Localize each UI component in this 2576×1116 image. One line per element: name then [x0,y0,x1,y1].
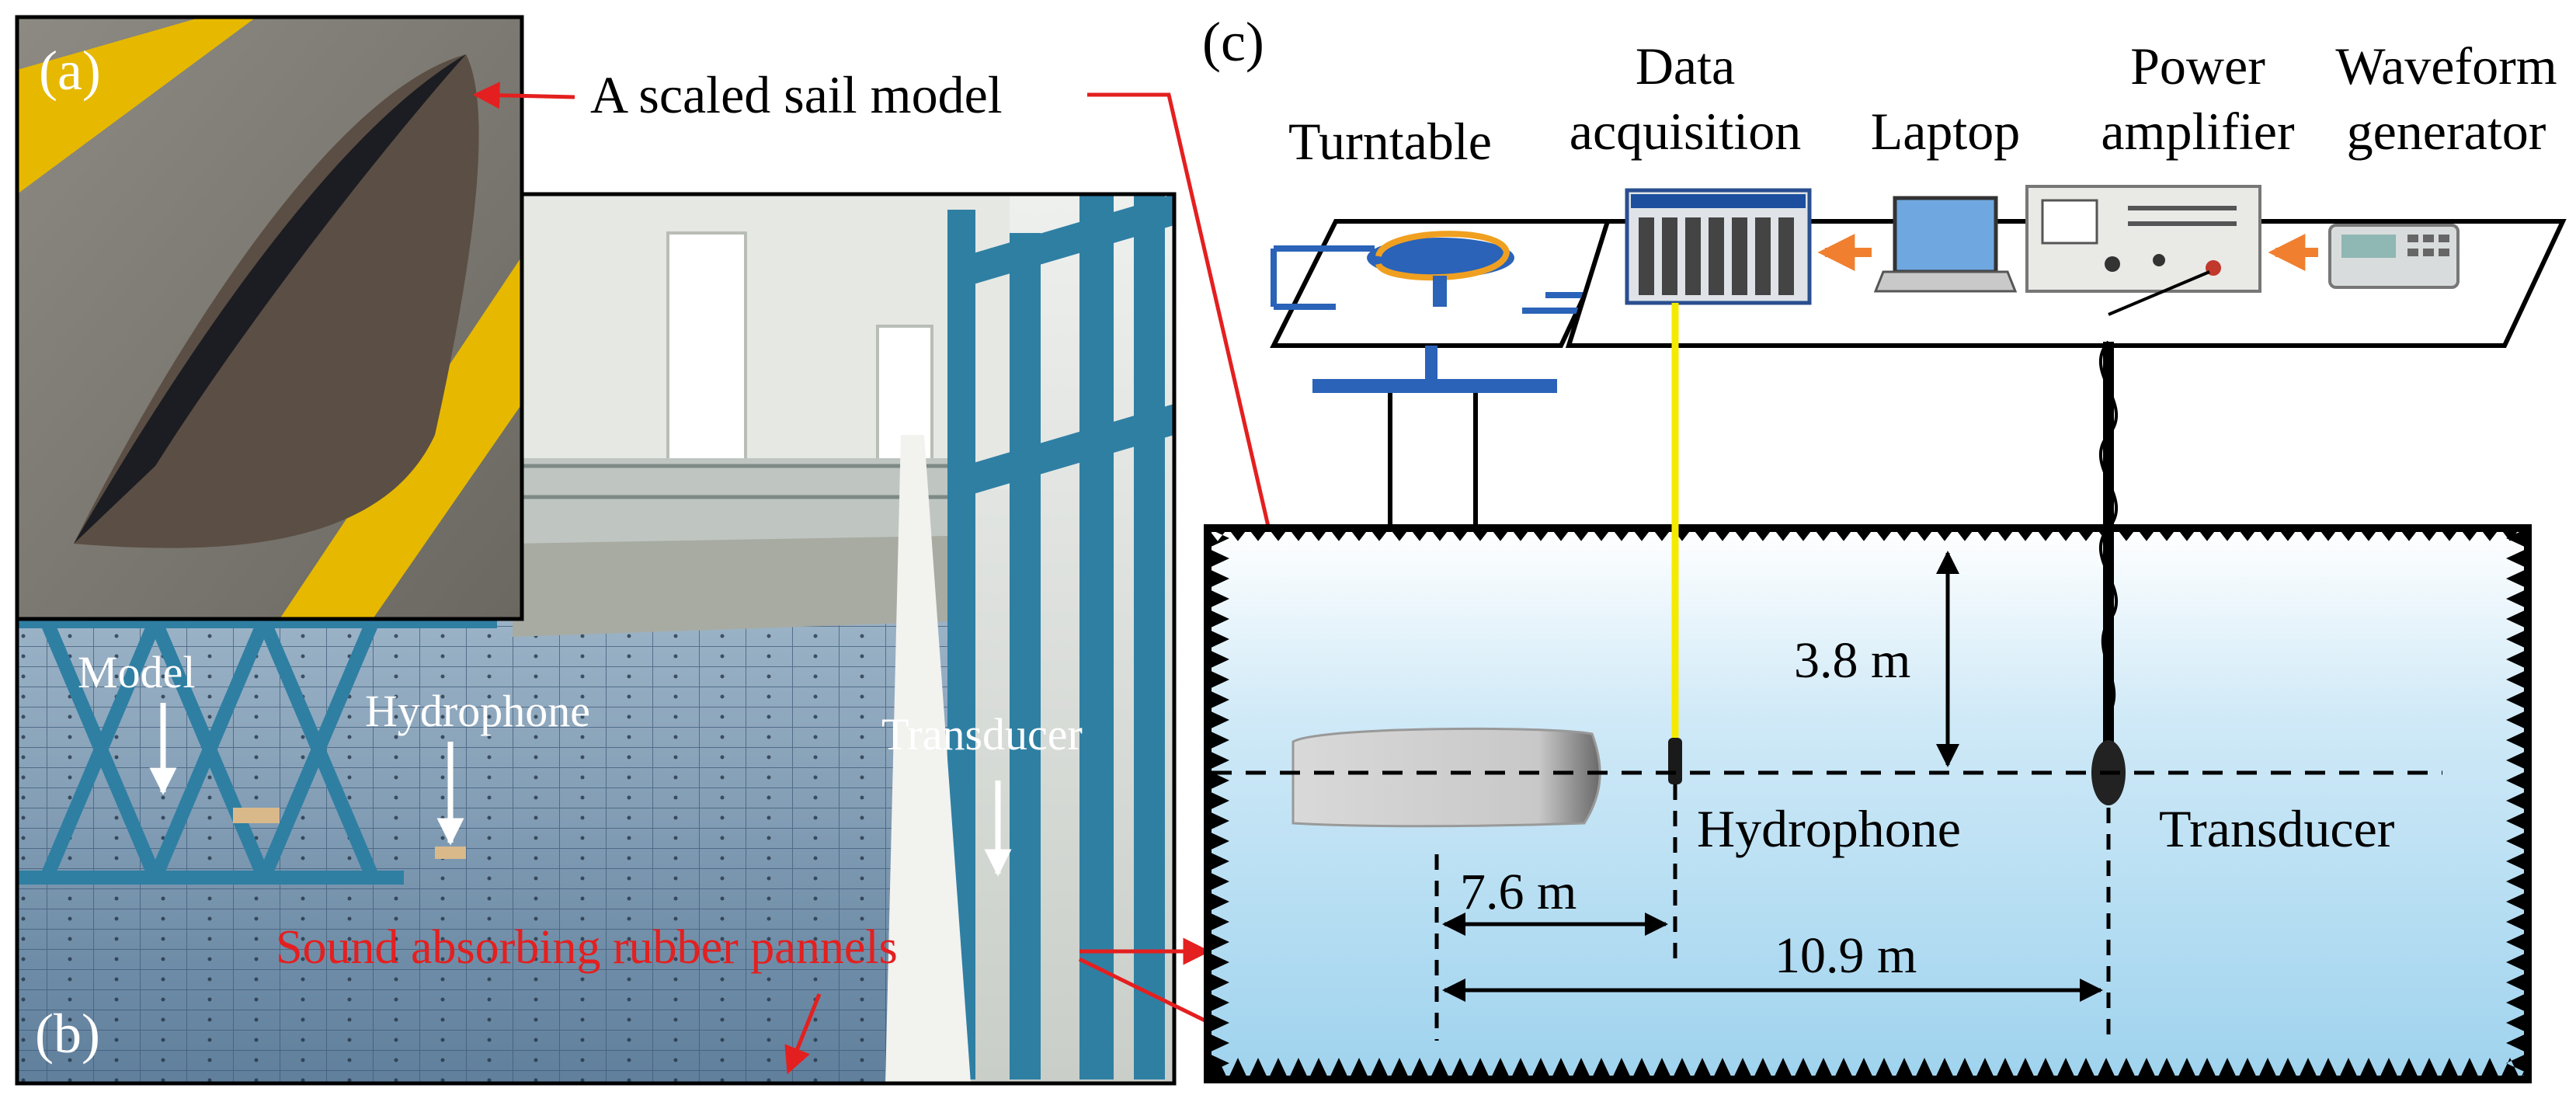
turntable-disk [1367,238,1514,278]
label-waveform-generator-1: Waveform [2335,37,2557,96]
photo-label-transducer: Transducer [881,709,1083,760]
photo-label-model: Model [78,647,195,697]
turntable-shaft [1433,276,1447,307]
panel-c-schematic: Turntable Data acquisition Laptop Power … [1204,37,2567,1083]
photo-label-hydrophone: Hydrophone [365,686,590,736]
tank-outline [1204,524,2532,1083]
panel-c-label: (c) [1202,11,1264,73]
power-amp-cable [2108,270,2210,316]
label-laptop: Laptop [1871,102,2021,161]
callout-sail-arrow-c [1087,92,1320,721]
panel-b-photo [15,192,1177,1086]
callout-rubber-arrow-3 [784,993,822,1075]
hydrophone-sensor [1668,738,1682,784]
callout-sail-model: A scaled sail model [590,65,1003,124]
label-power-amplifier-2: amplifier [2101,102,2295,161]
transducer-distance-label: 10.9 m [1775,927,1917,984]
power-amplifier-device [2025,185,2261,293]
transducer-cable-coil [2098,340,2119,716]
tank-transducer-label: Transducer [2159,799,2395,858]
callout-rubber-panels: Sound absorbing rubber pannels [276,921,898,974]
label-waveform-generator-2: generator [2347,102,2546,161]
label-data-acquisition-2: acquisition [1570,102,1801,161]
depth-label: 3.8 m [1794,632,1910,689]
tank-hydrophone-label: Hydrophone [1697,799,1961,858]
label-power-amplifier-1: Power [2130,37,2265,96]
turntable-base-bar [1312,379,1557,393]
sail-model [1291,727,1601,828]
label-data-acquisition-1: Data [1636,37,1735,96]
turntable-rotation-arrow [1375,231,1510,281]
data-acquisition-device [1625,188,1812,305]
panel-a-photo [15,15,524,621]
callout-sail-arrow-a [472,82,575,110]
turntable-base-post [1425,346,1437,381]
waveform-generator-device [2328,224,2460,289]
hydrophone-distance-label: 7.6 m [1460,864,1577,920]
laptop-device [1873,196,2018,293]
panel-b-label: (b) [35,1003,100,1065]
panel-a-label: (a) [39,40,101,102]
label-turntable: Turntable [1288,112,1492,171]
